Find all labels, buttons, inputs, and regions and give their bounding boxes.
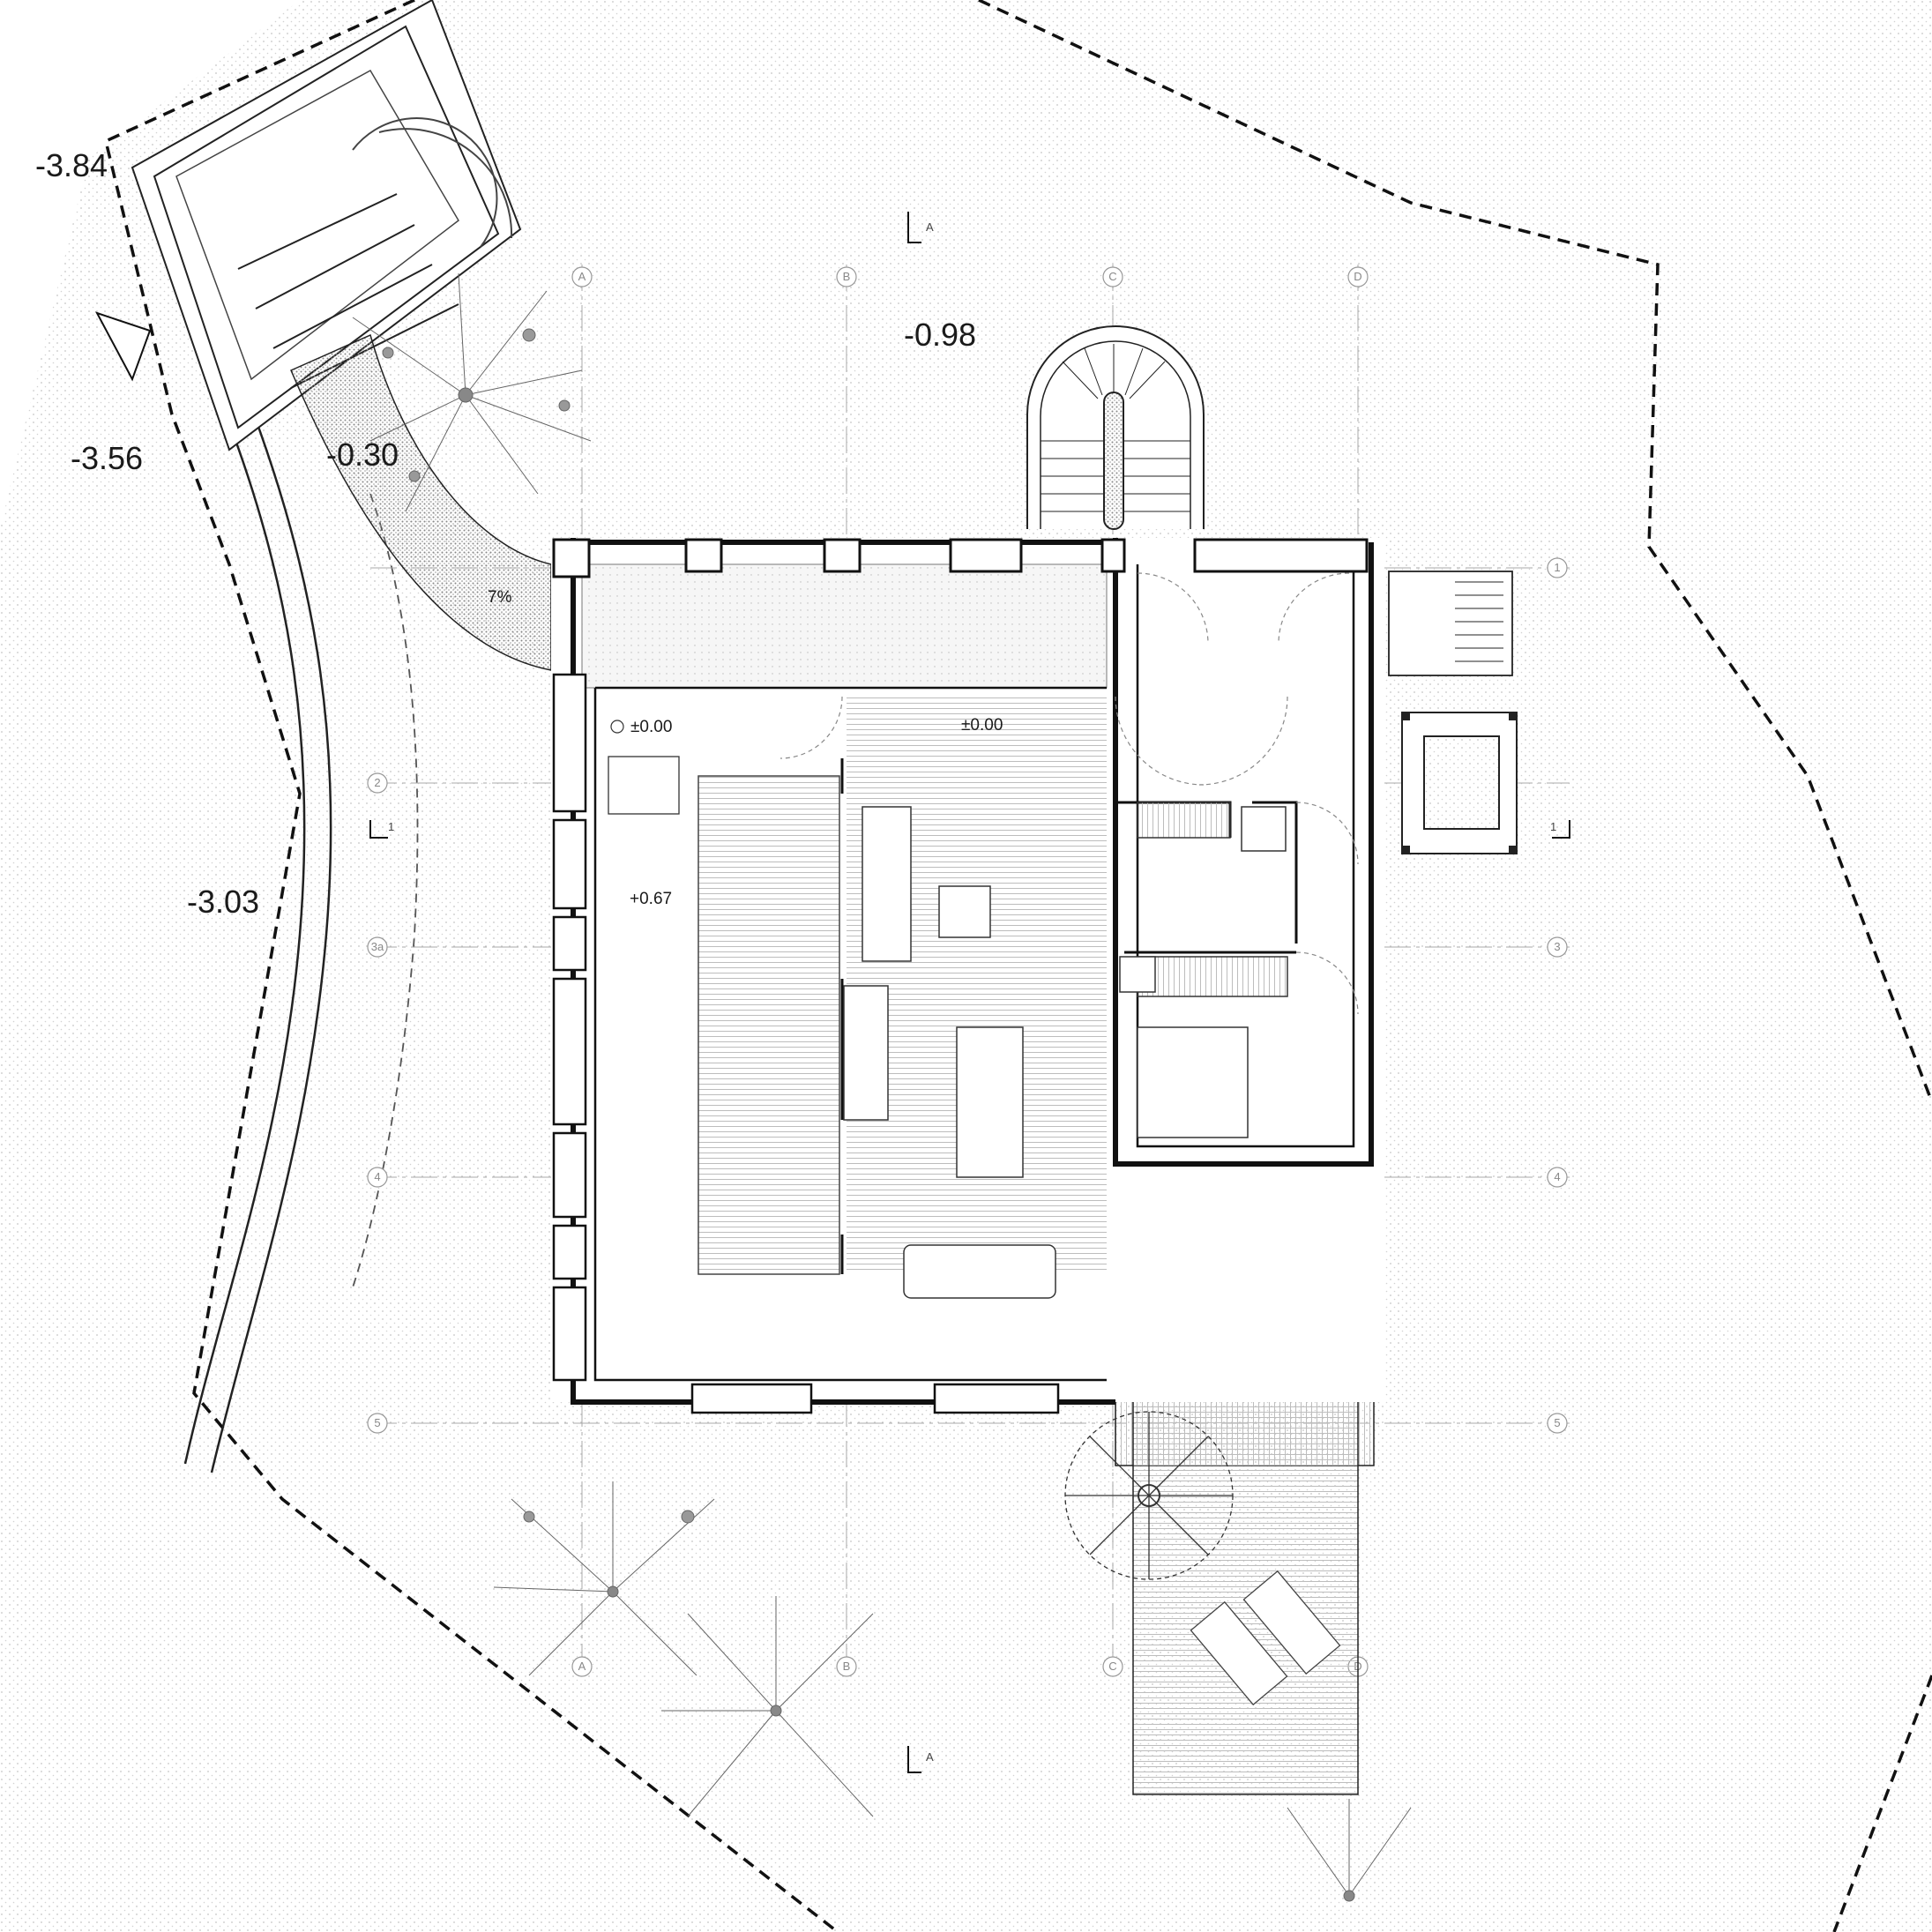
level-stair-landing: -3.56 — [71, 440, 143, 476]
entry-steps — [608, 756, 680, 815]
grid-label-c: C — [1108, 270, 1116, 283]
grid-label-d: D — [1354, 270, 1361, 283]
grid-bubbles — [367, 266, 1568, 1677]
tree-se — [1287, 1799, 1412, 1902]
grid-label-a-bottom: A — [578, 1660, 586, 1673]
level-floor-living: ±0.00 — [961, 716, 1003, 735]
nw-exterior-stair — [131, 0, 522, 451]
kitchen-island — [956, 1026, 1024, 1178]
grid-label-b: B — [843, 270, 851, 283]
main-building — [551, 538, 1384, 1414]
level-north-terrace: -0.98 — [904, 317, 976, 353]
closet-upper — [1137, 802, 1231, 839]
section-a-top: A — [926, 220, 934, 234]
west-window-piers — [552, 673, 587, 1382]
grid-label-1: 1 — [1554, 561, 1560, 574]
level-stair-top: -3.84 — [35, 147, 108, 183]
north-stair-tower — [1026, 325, 1205, 530]
sofa — [862, 806, 912, 962]
tree-nw — [352, 272, 592, 512]
level-west-slope: -3.03 — [187, 884, 259, 920]
spiral-stair — [1064, 1411, 1234, 1580]
level-ramp: -0.30 — [326, 436, 399, 473]
bed — [1137, 1026, 1249, 1138]
north-porch-tiled — [581, 563, 1108, 689]
south-deck-extension — [1132, 1388, 1359, 1795]
raised-terrace-floor — [697, 775, 840, 1275]
grid-label-5-left: 5 — [374, 1416, 380, 1429]
level-marker-icon — [610, 720, 624, 734]
grid-label-b-bottom: B — [843, 1660, 851, 1673]
ramp — [290, 333, 552, 671]
grid-bubble-labels: A B C D A B C D 1 2 3 3a 4 4 5 5 — [371, 270, 1561, 1673]
north-columns — [552, 538, 1369, 578]
west-retaining-wall-inner — [210, 414, 332, 1473]
section-a-bottom: A — [926, 1750, 934, 1764]
tree-s — [661, 1596, 874, 1817]
living-furniture — [843, 806, 1056, 1299]
tree-canopies — [352, 272, 1412, 1902]
bedroom-furniture — [1119, 802, 1288, 1138]
west-retaining-wall — [183, 422, 306, 1465]
site-boundary-east — [1832, 1675, 1932, 1932]
tree-sw — [493, 1481, 715, 1676]
site-boundary — [103, 0, 839, 1932]
section-marks — [369, 212, 1570, 1773]
grid-label-5: 5 — [1554, 1416, 1560, 1429]
washbasin — [1241, 806, 1287, 852]
closet-lower — [1137, 956, 1288, 997]
east-planter — [1401, 712, 1518, 854]
grid-label-2: 2 — [374, 776, 380, 789]
section-1-left: 1 — [388, 820, 394, 833]
north-arrow-icon — [94, 311, 152, 382]
west-slope-dashed — [352, 493, 419, 1288]
coffee-table — [938, 885, 991, 938]
living-floor — [847, 697, 1107, 1274]
grid-label-3: 3 — [1554, 940, 1560, 953]
south-window-piers — [690, 1383, 1060, 1414]
grid-label-4: 4 — [1554, 1170, 1560, 1183]
grid-label-c-bottom: C — [1108, 1660, 1116, 1673]
ramp-slope: 7% — [488, 588, 512, 607]
grid-label-3a: 3a — [371, 940, 384, 953]
level-raised-terrace: +0.67 — [630, 890, 672, 908]
shower — [1119, 956, 1156, 993]
grid-label-a: A — [578, 270, 586, 283]
level-floor-entry: ±0.00 — [630, 718, 672, 736]
site-boundary-north — [978, 0, 1932, 1103]
kitchen-counter — [843, 985, 889, 1121]
grid-label-4-left: 4 — [374, 1170, 380, 1183]
east-stair — [1388, 571, 1513, 676]
deck-loungers — [1190, 1570, 1341, 1706]
dining-table — [903, 1244, 1056, 1299]
section-1-right: 1 — [1550, 820, 1556, 833]
